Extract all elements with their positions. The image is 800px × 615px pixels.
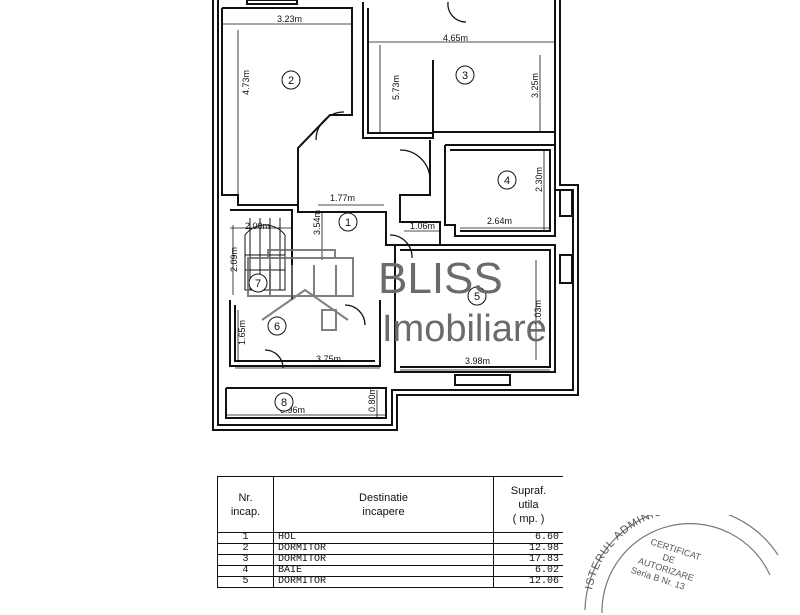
table-row: 3 DORMITOR 17.83 <box>217 554 563 566</box>
room-table: Nr. incap. Destinatie incapere Supraf. u… <box>217 476 563 588</box>
cell-area: 17.83 <box>493 554 563 566</box>
room-number: 3 <box>462 70 468 82</box>
header-text: Supraf. <box>510 484 547 497</box>
watermark-subtitle: Imobiliare <box>382 308 547 350</box>
table-header-row: Nr. incap. Destinatie incapere Supraf. u… <box>217 476 563 533</box>
header-area: Supraf. utila ( mp. ) <box>493 476 563 533</box>
dim-label: 2.64m <box>487 216 512 226</box>
cell-number: 1 <box>217 532 274 544</box>
header-text: incapere <box>362 505 405 518</box>
cell-name: DORMITOR <box>273 554 494 566</box>
cell-number: 3 <box>217 554 274 566</box>
room-number: 5 <box>474 291 480 303</box>
table-row: 5 DORMITOR 12.06 <box>217 576 563 588</box>
dim-label: 3.25m <box>530 73 540 98</box>
table-row: 1 HOL 6.60 <box>217 532 563 544</box>
cell-name: DORMITOR <box>273 576 494 588</box>
header-text: Nr. <box>238 491 253 504</box>
header-text: utila <box>518 498 539 511</box>
header-room-number: Nr. incap. <box>217 476 274 533</box>
room-number: 8 <box>281 397 287 409</box>
dim-label: 3.03m <box>533 300 543 325</box>
header-text: ( mp. ) <box>512 512 545 525</box>
dim-label: 4.73m <box>241 70 251 95</box>
dim-label: 1.06m <box>410 221 435 231</box>
dim-label: 4.65m <box>443 33 468 43</box>
floor-plan: 3.23m 4.65m 4.73m 5.73m 3.25m 2.30m 1.77… <box>212 0 579 431</box>
watermark-brand: BLISS <box>378 254 503 303</box>
cell-name: HOL <box>273 532 494 544</box>
cell-area: 6.60 <box>493 532 563 544</box>
dim-label: 3.98m <box>465 356 490 366</box>
dim-label: 2.30m <box>534 167 544 192</box>
dim-label: 1.65m <box>237 320 247 345</box>
watermark-logo-icon <box>247 249 354 331</box>
header-text: Destinatie <box>359 491 408 504</box>
room-number: 4 <box>504 175 510 187</box>
cell-area: 6.02 <box>493 565 563 577</box>
dim-label: 0.80m <box>367 387 377 412</box>
dim-label: 2.00m <box>245 221 270 231</box>
cell-name: BAIE <box>273 565 494 577</box>
room-number: 1 <box>345 217 351 229</box>
dim-label: 3.23m <box>277 14 302 24</box>
room-table-container: Nr. incap. Destinatie incapere Supraf. u… <box>217 476 563 606</box>
authorization-stamp: ISTERUL ADMINISTRATIEI CERTIFICAT DE AUT… <box>583 515 779 614</box>
header-text: incap. <box>230 505 261 518</box>
cell-area: 12.06 <box>493 576 563 588</box>
stamp-text: CERTIFICAT <box>649 537 702 563</box>
cell-number: 5 <box>217 576 274 588</box>
dim-label: 3.75m <box>316 354 341 364</box>
dim-label: 3.96m <box>280 405 305 415</box>
cell-number: 2 <box>217 543 274 555</box>
dim-label: 5.73m <box>391 75 401 100</box>
room-number: 2 <box>288 75 294 87</box>
cell-number: 4 <box>217 565 274 577</box>
dim-label: 3.54m <box>312 210 322 235</box>
room-number: 7 <box>255 278 261 290</box>
header-destination: Destinatie incapere <box>273 476 494 533</box>
dim-label: 2.09m <box>229 247 239 272</box>
cell-area: 12.98 <box>493 543 563 555</box>
dim-label: 1.77m <box>330 193 355 203</box>
room-number: 6 <box>274 321 280 333</box>
stamp-text: DE <box>661 552 676 565</box>
table-row: 4 BAIE 6.02 <box>217 565 563 577</box>
cell-name: DORMITOR <box>273 543 494 555</box>
table-row: 2 DORMITOR 12.98 <box>217 543 563 555</box>
